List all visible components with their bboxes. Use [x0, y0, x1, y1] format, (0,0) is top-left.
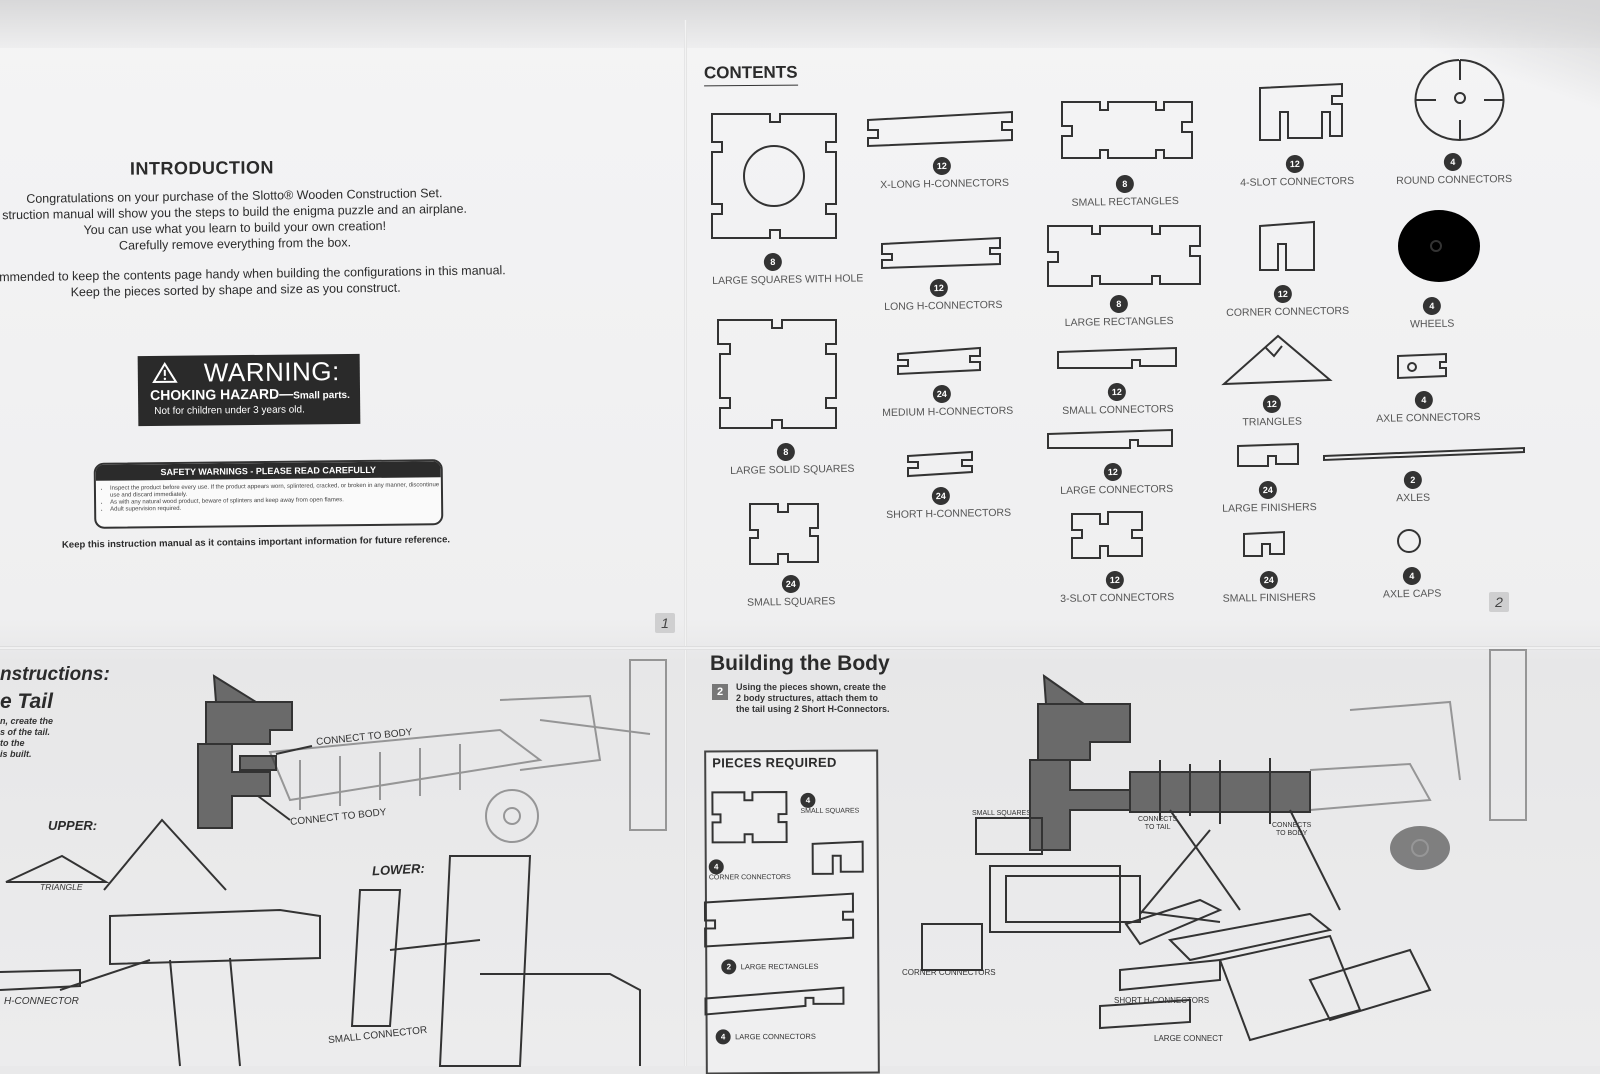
large-finisher-shape: [1236, 442, 1302, 472]
horizontal-fold: [0, 646, 1600, 650]
long-h-connector-shape: [880, 234, 1004, 272]
upper-label: UPPER:: [48, 818, 97, 833]
axle-cap-shape: [1396, 528, 1424, 556]
x-long-h-connector-shape: [866, 110, 1016, 150]
intro-text: Congratulations on your purchase of the …: [0, 184, 531, 302]
3-slot-connector-shape: [1070, 510, 1146, 560]
4-slot-connector-shape: [1258, 82, 1348, 144]
medium-h-connector-shape: [896, 346, 984, 376]
step-number: 2: [712, 684, 728, 700]
warning-triangle-icon: [152, 362, 178, 384]
background-shadow: [0, 0, 1600, 48]
wheel-shape: [1396, 208, 1482, 288]
page-number-2: 2: [1489, 592, 1509, 612]
large-connector-piece-shape: [703, 984, 853, 1021]
axle-shape: [1322, 446, 1528, 464]
body-assembly-diagram: [890, 660, 1600, 1066]
small-squares-label: SMALL SQUARES: [972, 810, 1031, 817]
contents-title: CONTENTS: [704, 63, 798, 87]
intro-title: INTRODUCTION: [130, 157, 274, 179]
large-rectangle-shape: [1046, 218, 1204, 290]
warning-title: WARNING:: [204, 356, 340, 388]
pieces-required-title: PIECES REQUIRED: [712, 755, 876, 771]
safety-header: SAFETY WARNINGS - PLEASE READ CAREFULLY: [96, 461, 441, 481]
vertical-fold: [684, 20, 687, 1066]
choking-hazard: CHOKING HAZARD—Small parts.: [150, 385, 350, 403]
small-square-piece-shape: [710, 790, 790, 846]
axle-connector-shape: [1396, 352, 1450, 380]
round-connector-shape: [1412, 58, 1508, 142]
small-square-shape: [748, 502, 822, 568]
large-rectangle-piece-shape: [703, 892, 863, 951]
safety-warnings-box: SAFETY WARNINGS - PLEASE READ CAREFULLY …: [94, 459, 444, 529]
tail-assembly-diagram: [0, 660, 684, 1066]
piece-large-rectangles: 2 LARGE RECTANGLES: [721, 956, 818, 975]
short-h-connector-shape: [906, 450, 976, 478]
age-warning: Not for children under 3 years old.: [154, 404, 305, 417]
piece-large-connectors: 4 LARGE CONNECTORS: [716, 1026, 816, 1045]
small-connector-shape: [1056, 346, 1180, 376]
corner-connector-shape: [1258, 220, 1318, 274]
h-connector-label: H-CONNECTOR: [4, 996, 79, 1007]
lower-label: LOWER:: [372, 861, 425, 879]
body-step-text: Using the pieces shown, create the 2 bod…: [736, 682, 890, 715]
warning-label: WARNING: CHOKING HAZARD—Small parts. Not…: [138, 354, 361, 426]
corner-connectors-label: CORNER CONNECTORS: [902, 968, 996, 977]
large-square-with-hole-shape: [710, 112, 840, 242]
small-finisher-shape: [1242, 530, 1288, 560]
corner-connector-piece-shape: [811, 840, 867, 876]
page-number-1: 1: [655, 613, 675, 633]
triangle-label: TRIANGLE: [40, 882, 83, 892]
small-rectangle-shape: [1060, 96, 1196, 164]
large-connector-shape: [1046, 428, 1176, 458]
large-connectors-label: LARGE CONNECT: [1154, 1034, 1223, 1043]
short-h-connectors-label: SHORT H-CONNECTORS: [1114, 996, 1209, 1005]
large-solid-square-shape: [716, 318, 840, 430]
building-body-title: Building the Body: [710, 652, 890, 676]
triangle-shape: [1222, 334, 1334, 388]
